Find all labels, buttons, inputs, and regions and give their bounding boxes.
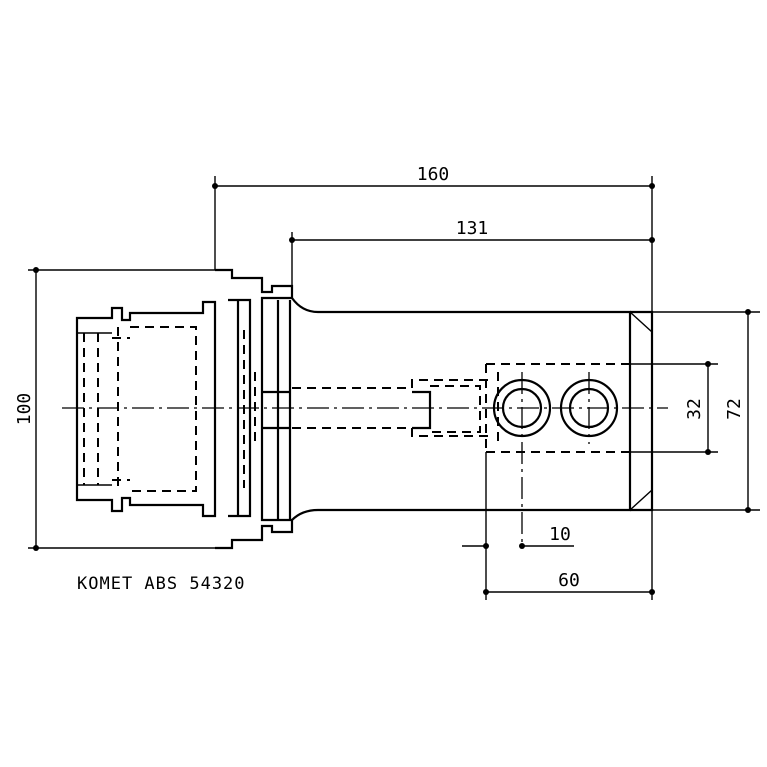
dim-bore-spacing: 32	[684, 398, 705, 420]
dim-body-length: 131	[456, 218, 489, 239]
shank-outline	[75, 300, 217, 518]
dim-body-height: 72	[724, 398, 745, 420]
extension-lines	[28, 176, 760, 600]
dim-block-length: 60	[558, 570, 580, 591]
dim-flange-diameter: 100	[14, 393, 35, 426]
dim-overall-length: 160	[417, 164, 450, 185]
body-outline	[291, 297, 654, 521]
dimension-lines	[33, 183, 751, 595]
part-caption: KOMET ABS 54320	[77, 574, 246, 594]
center-lines	[62, 372, 668, 548]
flange-outline	[215, 268, 294, 550]
dim-bore-offset: 10	[549, 524, 571, 545]
